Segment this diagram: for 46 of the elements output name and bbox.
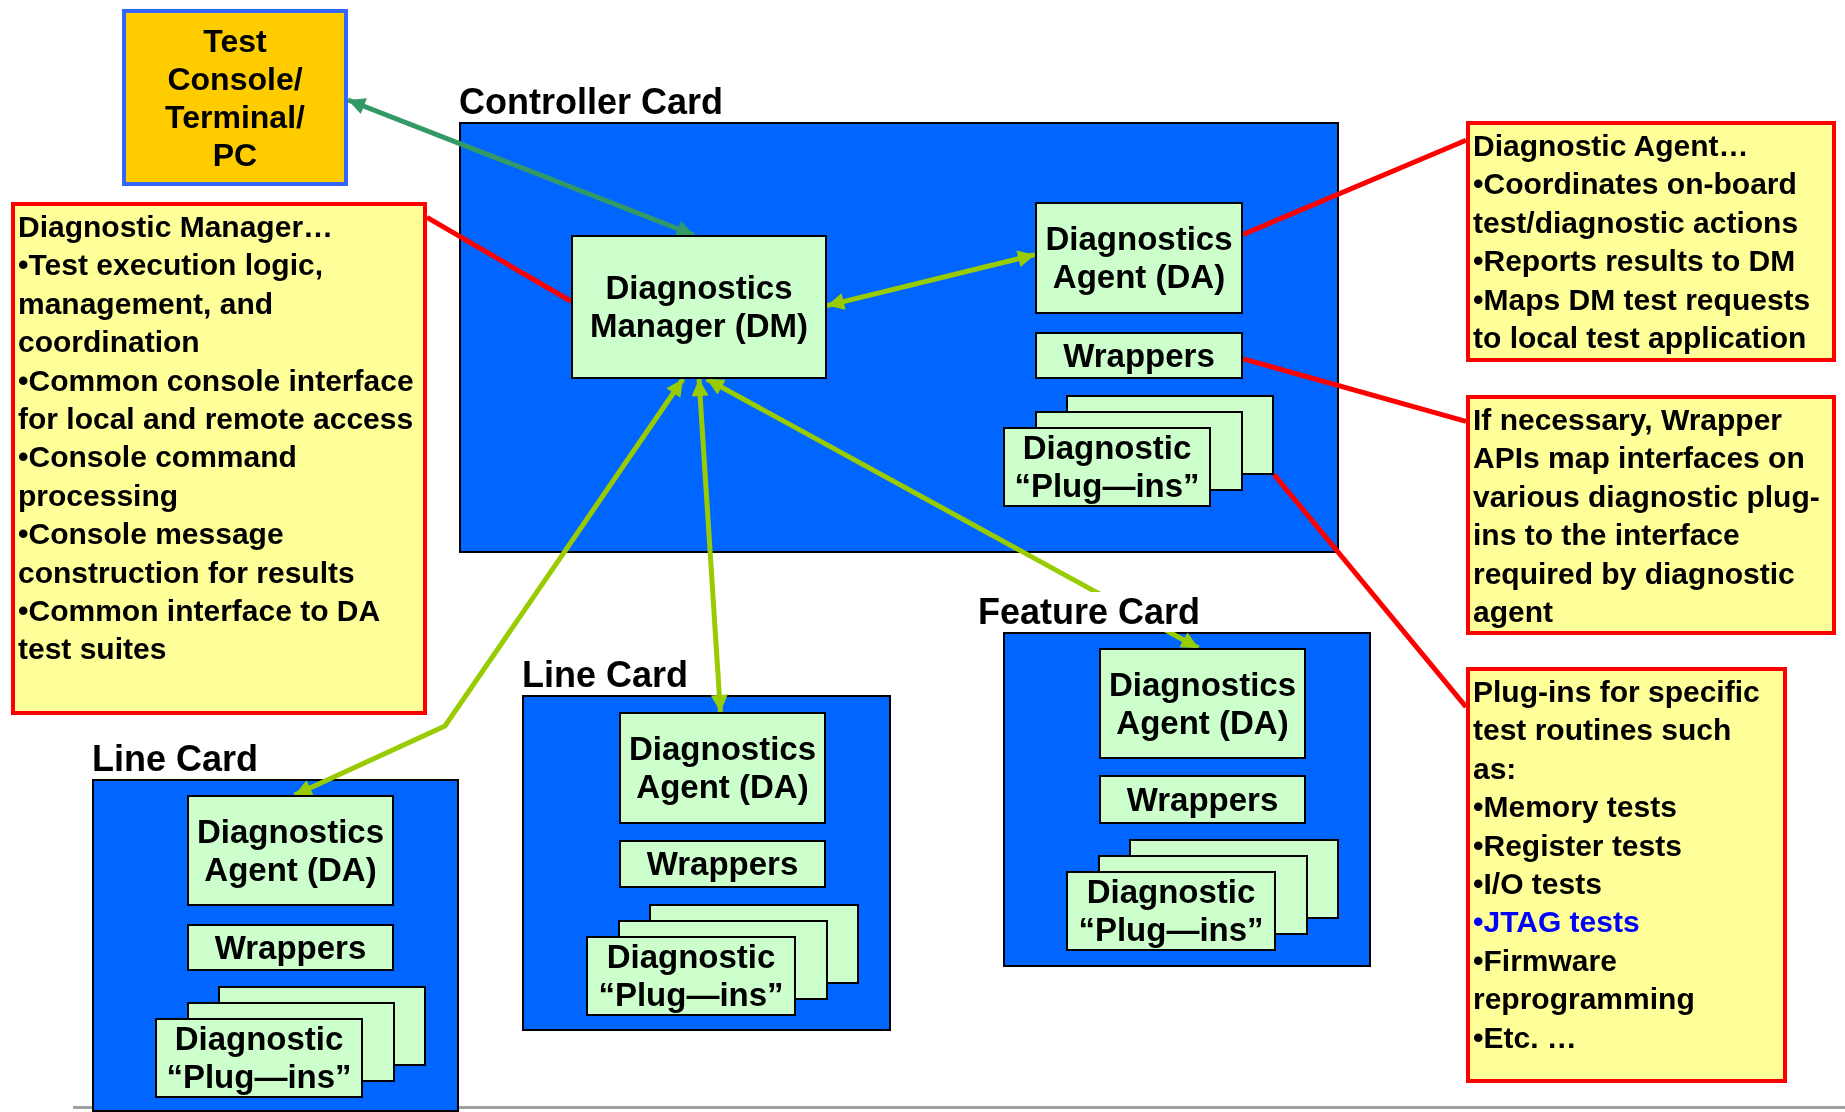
plugin-label: Diagnostic “Plug—ins”: [597, 938, 785, 1014]
component-box: Wrappers: [619, 840, 826, 888]
component-box: Diagnostics Agent (DA): [619, 712, 826, 824]
arrow: [293, 377, 686, 798]
component-box: Wrappers: [1035, 332, 1243, 379]
plugin-label: Diagnostic “Plug—ins”: [165, 1020, 353, 1096]
plugin-stack: [1003, 395, 1274, 507]
component-box: Diagnostics Agent (DA): [1035, 202, 1243, 314]
callout-text: •Memory tests: [1473, 789, 1678, 826]
component-box: Wrappers: [187, 924, 394, 971]
component-box: Wrappers: [1099, 775, 1306, 824]
callout-text: •Coordinates on-board test/diagnostic actions: [1473, 166, 1800, 241]
callout-text: •Register tests: [1473, 827, 1683, 864]
plugin-stack: [1066, 839, 1339, 951]
terminal-box: Test Console/ Terminal/ PC: [122, 9, 348, 186]
callout-heading: Diagnostic Manager…: [18, 209, 335, 245]
callout-heading: Diagnostic Agent…: [1473, 128, 1750, 164]
callout-text: If necessary, Wrapper APIs map interfaces on various diagnostic plug-ins to the interface required by diagnostic agent: [1473, 402, 1821, 631]
component-box: Diagnostics Manager (DM): [571, 235, 827, 379]
callout-box: [1466, 121, 1836, 362]
callout-text: •Firmware reprogramming: [1473, 942, 1696, 1018]
plugin-label: Diagnostic “Plug—ins”: [1077, 873, 1265, 949]
plugin-label: Diagnostic “Plug—ins”: [1013, 429, 1201, 505]
callout-text: •Etc. …: [1473, 1019, 1578, 1056]
callout-box: [11, 202, 427, 715]
callout-text: •Common console interface for local and remote access: [18, 362, 415, 438]
callout-text: •Console command processing: [18, 439, 298, 514]
component-box: Diagnostics Agent (DA): [187, 795, 394, 906]
callout-text: •Common interface to DA test suites: [18, 593, 381, 668]
callout-text: •Reports results to DM: [1473, 243, 1797, 280]
callout-heading: Plug-ins for specific test routines such as:: [1473, 674, 1761, 787]
plugin-stack: [155, 986, 426, 1098]
callout-text: •Maps DM test requests to local test application: [1473, 281, 1812, 357]
component-box: Diagnostics Agent (DA): [1099, 648, 1306, 759]
arrow: [826, 250, 1036, 310]
leader-line: [1242, 356, 1467, 424]
callout-text: •Test execution logic, management, and coordination: [18, 247, 324, 361]
arrow: [347, 97, 695, 238]
callout-text: •Console message construction for results: [18, 516, 356, 591]
callout-text: •I/O tests: [1473, 866, 1603, 903]
callout-text: •JTAG tests: [1473, 904, 1641, 941]
callout-box: [1466, 667, 1787, 1083]
arrow: [691, 378, 728, 713]
leader-line: [1242, 137, 1467, 237]
leader-line: [1272, 472, 1468, 709]
plugin-stack: [586, 904, 859, 1016]
